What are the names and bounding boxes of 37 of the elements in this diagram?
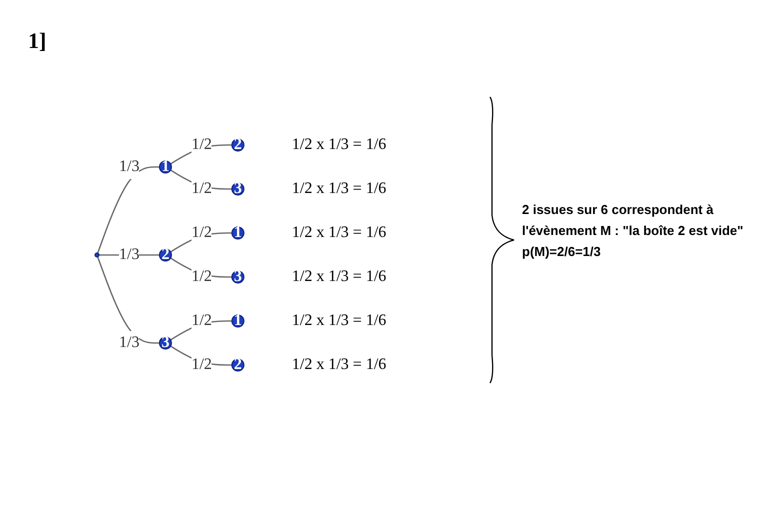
- edge-label: 1/2: [192, 268, 212, 285]
- edge-label: 1/2: [192, 356, 212, 373]
- node-circle: [94, 252, 100, 258]
- connector: [170, 170, 232, 190]
- question-number: 1]: [28, 28, 46, 54]
- connector: [170, 258, 232, 278]
- connector: [170, 144, 232, 164]
- node-label: 1/2 x 1/3 = 1/6: [292, 356, 387, 373]
- edge-label: 1/2: [192, 180, 212, 197]
- connector: [97, 256, 160, 344]
- probability-result: p(M)=2/6=1/3: [522, 242, 602, 261]
- node-label: 1/2 x 1/3 = 1/6: [292, 268, 387, 285]
- node-label: 1/2 x 1/3 = 1/6: [292, 180, 387, 197]
- edge-label: 1/3: [119, 246, 140, 263]
- node-circle: 3: [232, 182, 245, 196]
- edge-label: 1/2: [192, 312, 212, 329]
- edge-label: 1/2: [192, 224, 212, 241]
- edge-label: 1/2: [192, 136, 212, 153]
- node-circle: 3: [159, 336, 172, 350]
- node-circle: 2: [232, 138, 245, 152]
- edge-label: 1/3: [119, 158, 140, 175]
- node-circle: 1: [159, 160, 172, 174]
- node-circle: 2: [232, 358, 245, 372]
- connector: [170, 232, 232, 252]
- node-label: 1/2 x 1/3 = 1/6: [292, 224, 387, 241]
- node-label: 1/2 x 1/3 = 1/6: [292, 312, 387, 329]
- conclusion-text: 2 issues sur 6 correspondent à l'évènement M : "la boîte 2 est vide": [522, 201, 744, 240]
- node-circle: 1: [232, 226, 245, 240]
- node-label: 1/2 x 1/3 = 1/6: [292, 136, 387, 153]
- node-circle: 3: [232, 270, 245, 284]
- connector: [97, 166, 160, 254]
- connector: [170, 346, 232, 366]
- connector: [99, 254, 160, 256]
- edge-label: 1/3: [119, 334, 140, 351]
- connector: [170, 320, 232, 340]
- node-circle: 2: [159, 248, 172, 262]
- node-circle: 1: [232, 314, 245, 328]
